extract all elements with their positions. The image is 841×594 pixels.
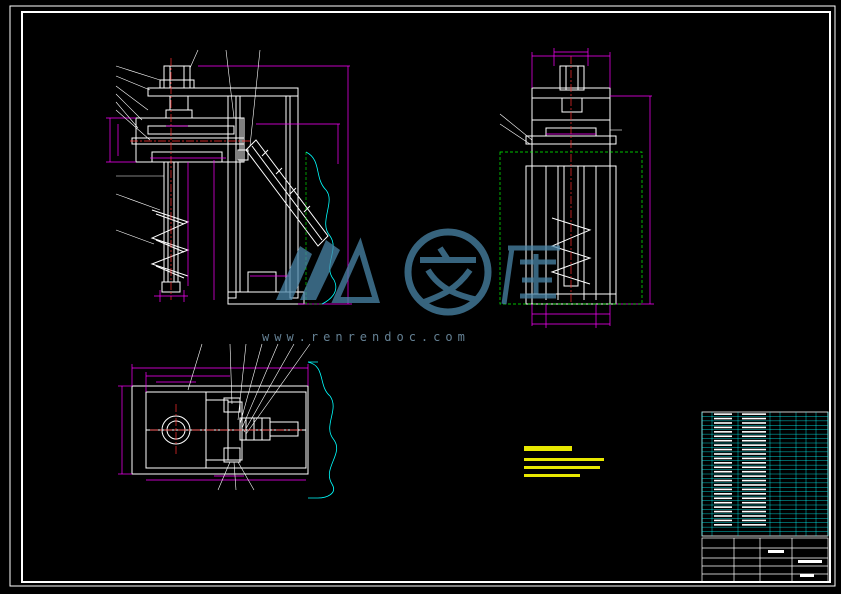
parts-list-cell-text	[742, 453, 766, 455]
parts-list-cell-text	[714, 524, 732, 526]
parts-list-cell-text	[714, 506, 732, 508]
parts-list-cell-text	[742, 448, 766, 451]
inner-border	[21, 11, 831, 583]
parts-list-cell-text	[742, 475, 766, 477]
parts-list-cell-text	[742, 524, 766, 526]
parts-list-cell-text	[714, 435, 732, 438]
side-motor	[559, 65, 585, 91]
title-block	[701, 537, 829, 583]
parts-list-cell-text	[742, 519, 766, 522]
parts-list-cell-text	[742, 439, 766, 442]
side-leaders	[499, 113, 622, 145]
parts-list-cell-text	[742, 515, 766, 517]
parts-list-cell-text	[714, 510, 732, 513]
parts-list-table	[701, 411, 829, 537]
parts-list-cell-text	[742, 484, 766, 486]
parts-list-cell-text	[742, 426, 766, 429]
parts-list-cell-text	[742, 506, 766, 508]
parts-list-cell-text	[714, 488, 732, 491]
top-outer-frame	[131, 385, 309, 475]
renrendoc-logo	[276, 228, 560, 316]
front-spiral-screw	[150, 209, 190, 277]
parts-list-cell-text	[742, 457, 766, 460]
parts-list-cell-text	[742, 479, 766, 482]
front-center-lines	[130, 58, 250, 300]
parts-list-cell-text	[742, 417, 766, 420]
parts-list-cell-text	[742, 510, 766, 513]
parts-list-cell-text	[714, 431, 732, 433]
parts-list-cell-text	[742, 413, 766, 415]
side-dimensions	[531, 48, 654, 328]
front-leaders	[115, 49, 261, 245]
outer-border	[9, 5, 836, 587]
parts-list-cell-text	[714, 439, 732, 442]
parts-list-cell-text	[742, 488, 766, 491]
top-dimensions	[118, 364, 309, 481]
side-hidden-region	[499, 151, 643, 305]
top-leaders	[187, 343, 311, 491]
parts-list-cell-text	[742, 470, 766, 473]
parts-list-cell-text	[742, 444, 766, 446]
parts-list-cell-text	[714, 466, 732, 469]
parts-list-cell-text	[714, 484, 732, 486]
parts-list-cell-text	[742, 493, 766, 495]
parts-list-cell-text	[742, 435, 766, 438]
parts-list-cell-text	[714, 519, 732, 522]
parts-list-cell-text	[714, 426, 732, 429]
front-top-beam	[147, 87, 299, 97]
front-break-line	[305, 151, 337, 305]
parts-list-cell-text	[714, 493, 732, 495]
technical-notes	[524, 446, 604, 477]
top-break-line	[307, 361, 337, 499]
parts-list-cell-text	[714, 444, 732, 446]
parts-list-cell-text	[714, 453, 732, 455]
parts-list-cell-text	[714, 475, 732, 477]
front-dimensions	[106, 65, 352, 305]
parts-list-cell-text	[714, 413, 732, 415]
front-frame-column-left	[227, 95, 237, 299]
parts-list-cell-text	[714, 497, 732, 500]
parts-list-cell-text	[742, 431, 766, 433]
parts-list-cell-text	[714, 457, 732, 460]
parts-list-cell-text	[742, 462, 766, 464]
parts-list-cell-text	[714, 417, 732, 420]
parts-list-cell-text	[742, 497, 766, 500]
parts-list-cell-text	[742, 501, 766, 504]
parts-list-cell-text	[742, 422, 766, 424]
front-motor	[163, 65, 191, 89]
parts-list-cell-text	[714, 462, 732, 464]
parts-list-cell-text	[714, 470, 732, 473]
parts-list-cell-text	[714, 501, 732, 504]
front-inclined-chute	[245, 139, 329, 247]
parts-list-cell-text	[714, 515, 732, 517]
parts-list-cell-text	[714, 422, 732, 424]
parts-list-cell-text	[714, 448, 732, 451]
watermark-url-text: www.renrendoc.com	[262, 330, 470, 344]
parts-list-cell-text	[714, 479, 732, 482]
parts-list-cell-text	[742, 466, 766, 469]
